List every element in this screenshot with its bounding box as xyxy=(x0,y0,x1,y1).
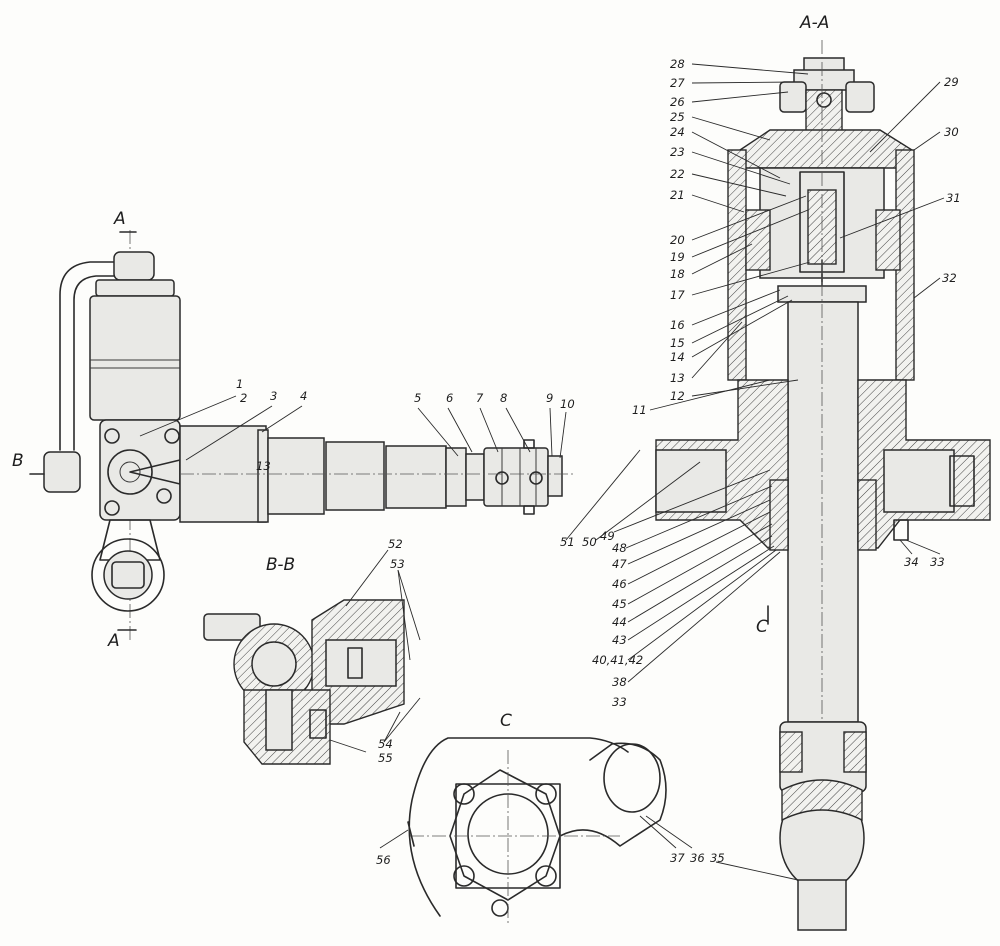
callout-17: 17 xyxy=(670,288,685,302)
callout-33-right: 33 xyxy=(930,555,945,569)
callout-6: 6 xyxy=(446,391,453,405)
left-callout-leaders xyxy=(139,395,567,461)
callout-51: 51 xyxy=(560,535,575,549)
callout-13-left: 13 xyxy=(256,459,271,473)
callout-3: 3 xyxy=(270,389,277,403)
cut-b-label: B xyxy=(12,451,24,471)
callout-26: 26 xyxy=(670,95,685,109)
callout-13: 13 xyxy=(670,371,685,385)
callout-32: 32 xyxy=(942,271,957,285)
callout-33-lower: 33 xyxy=(612,695,627,709)
right-column-callouts: 28 27 26 25 24 23 22 21 20 19 18 17 16 1… xyxy=(632,57,685,417)
bb-callouts: 52 53 54 55 xyxy=(378,537,405,765)
callout-14: 14 xyxy=(670,350,685,364)
cut-c-label: C xyxy=(756,617,768,637)
callout-25: 25 xyxy=(670,110,685,124)
aa-callout-leaders xyxy=(565,63,945,683)
callout-10: 10 xyxy=(560,397,575,411)
callout-22: 22 xyxy=(670,167,685,181)
callout-12: 12 xyxy=(670,389,685,403)
c-callout-leaders xyxy=(379,815,799,881)
callout-36: 36 xyxy=(690,851,705,865)
callout-20: 20 xyxy=(670,233,685,247)
callout-44: 44 xyxy=(612,615,627,629)
callout-52: 52 xyxy=(388,537,403,551)
callout-2: 2 xyxy=(240,391,247,405)
callout-50: 50 xyxy=(582,535,597,549)
callout-18: 18 xyxy=(670,267,685,281)
callout-7: 7 xyxy=(476,391,484,405)
section-bb xyxy=(203,599,405,765)
callout-53: 53 xyxy=(390,557,405,571)
title-view-c: C xyxy=(500,711,512,731)
callout-34: 34 xyxy=(904,555,919,569)
callout-19: 19 xyxy=(670,250,685,264)
section-aa xyxy=(655,40,991,931)
callout-23: 23 xyxy=(670,145,685,159)
callout-47: 47 xyxy=(612,557,627,571)
callout-9: 9 xyxy=(546,391,553,405)
callout-31: 31 xyxy=(946,191,961,205)
right-side-callouts: 29 30 31 32 xyxy=(942,75,961,285)
callout-5: 5 xyxy=(414,391,421,405)
callout-55: 55 xyxy=(378,751,393,765)
callout-37: 37 xyxy=(670,851,685,865)
view-titles: A-A B-B C A A B C xyxy=(12,13,829,731)
callout-8: 8 xyxy=(500,391,507,405)
callout-43: 43 xyxy=(612,633,627,647)
callout-28: 28 xyxy=(670,57,685,71)
callout-27: 27 xyxy=(670,76,685,90)
callout-48: 48 xyxy=(612,541,627,555)
steering-assembly-side-view xyxy=(29,230,575,640)
c-callouts: 56 37 36 35 xyxy=(376,851,725,867)
callout-15: 15 xyxy=(670,336,685,350)
callout-46: 46 xyxy=(612,577,627,591)
callout-29: 29 xyxy=(944,75,959,89)
left-callouts: 1 2 3 4 5 6 7 8 9 10 13 xyxy=(236,377,575,473)
callout-24: 24 xyxy=(670,125,685,139)
callout-56: 56 xyxy=(376,853,391,867)
cut-a-top-label: A xyxy=(113,209,126,229)
view-c xyxy=(407,737,667,925)
callout-21: 21 xyxy=(670,188,685,202)
callout-30: 30 xyxy=(944,125,959,139)
callout-54: 54 xyxy=(378,737,393,751)
callout-4: 4 xyxy=(300,389,307,403)
callout-45: 45 xyxy=(612,597,627,611)
cut-a-bottom-label: A xyxy=(107,631,120,651)
callout-1: 1 xyxy=(236,377,243,391)
callout-35: 35 xyxy=(710,851,725,865)
callout-40-41-42: 40,41,42 xyxy=(592,653,643,667)
callout-11: 11 xyxy=(632,403,647,417)
callout-16: 16 xyxy=(670,318,685,332)
title-section-bb: B-B xyxy=(266,555,295,575)
bb-callout-leaders xyxy=(329,549,421,753)
callout-38: 38 xyxy=(612,675,627,689)
callout-49: 49 xyxy=(600,529,615,543)
lower-callouts: 51 50 49 48 47 46 45 44 43 40,41,42 38 3… xyxy=(560,529,945,709)
title-section-aa: A-A xyxy=(799,13,829,33)
